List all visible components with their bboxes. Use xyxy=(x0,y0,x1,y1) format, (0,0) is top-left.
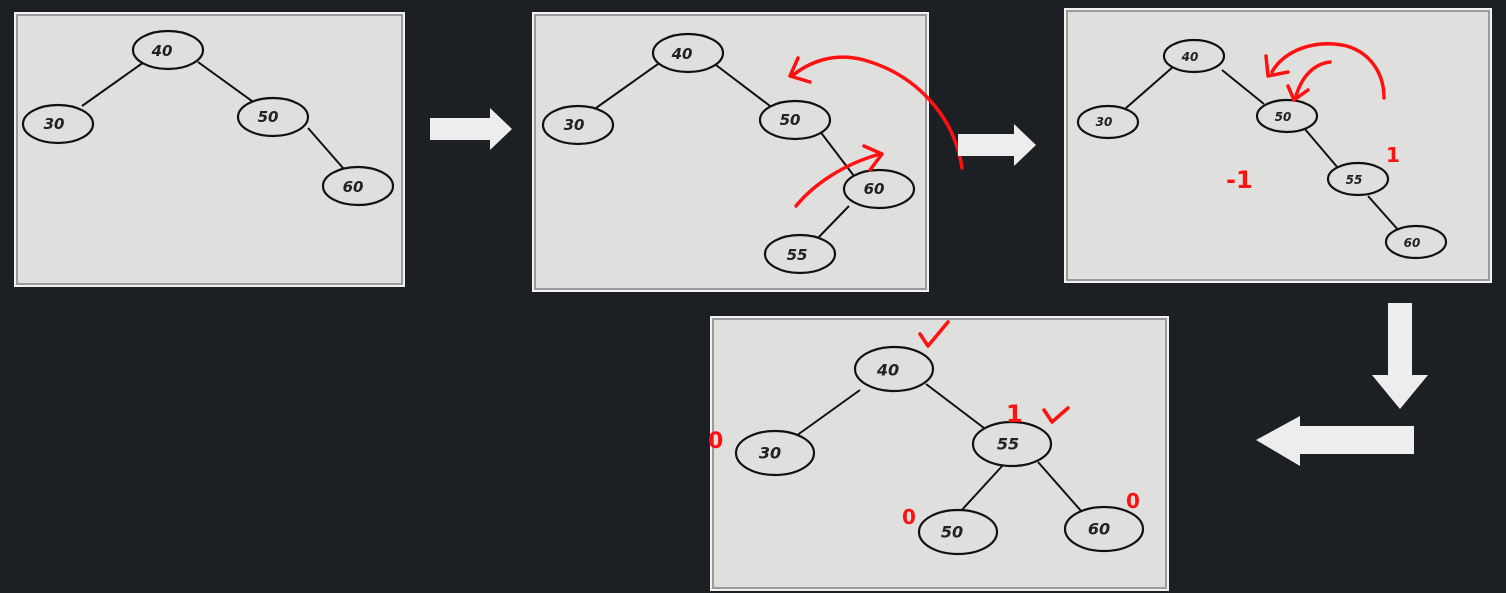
rotation-arrowhead-small-ink xyxy=(1286,84,1310,102)
rotation-arrow-ink xyxy=(1270,42,1386,100)
node-50: 50 xyxy=(236,96,310,138)
node-label: 30 xyxy=(44,115,65,133)
node-55: 55 xyxy=(1326,161,1390,197)
rotation-arrowhead-ink xyxy=(1264,54,1290,78)
edge-40-50 xyxy=(197,61,257,105)
node-label: 55 xyxy=(1346,173,1363,187)
node-40: 40 xyxy=(853,345,935,393)
node-50: 50 xyxy=(917,508,999,556)
tree-diagram-3: 40 30 50 55 60 -1 1 xyxy=(1076,38,1448,260)
rotation-arrowhead-ink xyxy=(788,56,812,84)
node-label: 55 xyxy=(997,435,1019,454)
arrow-right-icon xyxy=(958,124,1038,166)
rotation-arrow-ink xyxy=(790,55,964,170)
edge-55-50 xyxy=(959,463,1005,513)
tree-panel-3: 40 30 50 55 60 -1 1 xyxy=(1064,8,1492,283)
node-60: 60 xyxy=(1063,505,1145,553)
node-50: 50 xyxy=(1255,98,1319,134)
arrow-down-icon xyxy=(1372,303,1430,411)
edge-40-50 xyxy=(1221,69,1265,105)
node-40: 40 xyxy=(1162,38,1226,74)
node-60: 60 xyxy=(842,168,916,210)
tree-diagram-4: 40 30 55 50 60 0 1 0 0 xyxy=(708,320,1145,556)
arrow-left-icon xyxy=(1256,416,1416,466)
rotation-arrow-lower-ink xyxy=(794,152,882,208)
node-label: 50 xyxy=(258,108,279,126)
balance-factor-left: -1 xyxy=(1226,166,1253,194)
edge-60-55 xyxy=(815,205,850,241)
node-60: 60 xyxy=(1384,224,1448,260)
node-30: 30 xyxy=(734,429,816,477)
node-40: 40 xyxy=(651,32,725,74)
node-label: 50 xyxy=(941,523,963,542)
node-30: 30 xyxy=(21,103,95,145)
check-mark-40-ink xyxy=(918,320,950,348)
node-label: 60 xyxy=(864,180,885,198)
tree-diagram-2: 40 30 50 60 55 xyxy=(541,32,964,275)
node-label: 55 xyxy=(787,246,808,264)
arrow-right-icon xyxy=(430,108,514,150)
node-label: 40 xyxy=(876,361,899,380)
edge-50-60 xyxy=(818,129,855,177)
edge-40-30 xyxy=(795,389,861,437)
node-label: 40 xyxy=(671,45,693,63)
node-label: 30 xyxy=(564,116,585,134)
node-40: 40 xyxy=(131,29,205,71)
node-label: 50 xyxy=(1275,110,1292,124)
node-label: 60 xyxy=(1404,236,1421,250)
node-label: 40 xyxy=(151,42,173,60)
node-50: 50 xyxy=(758,99,832,141)
tree-diagram-1: 40 30 50 60 xyxy=(21,29,395,207)
balance-factor-55: 1 xyxy=(1006,400,1023,428)
node-label: 60 xyxy=(1088,520,1110,539)
tree-panel-1: 40 30 50 60 xyxy=(14,12,405,287)
tree-panel-2: 40 30 50 60 55 xyxy=(532,12,964,292)
edge-40-30 xyxy=(595,63,659,109)
edge-40-55 xyxy=(925,383,985,429)
node-55: 55 xyxy=(763,233,837,275)
node-label: 50 xyxy=(780,111,801,129)
edge-55-60 xyxy=(1367,195,1401,233)
tree-panel-4: 40 30 55 50 60 0 1 0 0 xyxy=(708,316,1169,591)
node-55: 55 xyxy=(971,420,1053,468)
balance-factor-30: 0 xyxy=(708,429,723,454)
node-30: 30 xyxy=(541,104,615,146)
balance-factor-50: 0 xyxy=(902,505,916,529)
rotation-arrow-small-ink xyxy=(1294,60,1332,98)
edge-40-30 xyxy=(1125,65,1175,109)
node-label: 40 xyxy=(1181,50,1199,64)
node-label: 30 xyxy=(1096,115,1113,129)
rotation-arrowhead-lower-ink xyxy=(862,144,884,172)
edge-40-50 xyxy=(711,61,771,107)
balance-factor-60: 0 xyxy=(1126,489,1140,513)
balance-factor-right: 1 xyxy=(1386,143,1400,167)
edge-50-55 xyxy=(1303,127,1339,169)
node-label: 30 xyxy=(759,444,781,463)
node-30: 30 xyxy=(1076,104,1140,140)
edge-55-60 xyxy=(1037,461,1083,513)
check-mark-55-ink xyxy=(1042,406,1070,424)
node-label: 60 xyxy=(343,178,364,196)
edge-40-30 xyxy=(81,61,145,107)
node-60: 60 xyxy=(321,165,395,207)
